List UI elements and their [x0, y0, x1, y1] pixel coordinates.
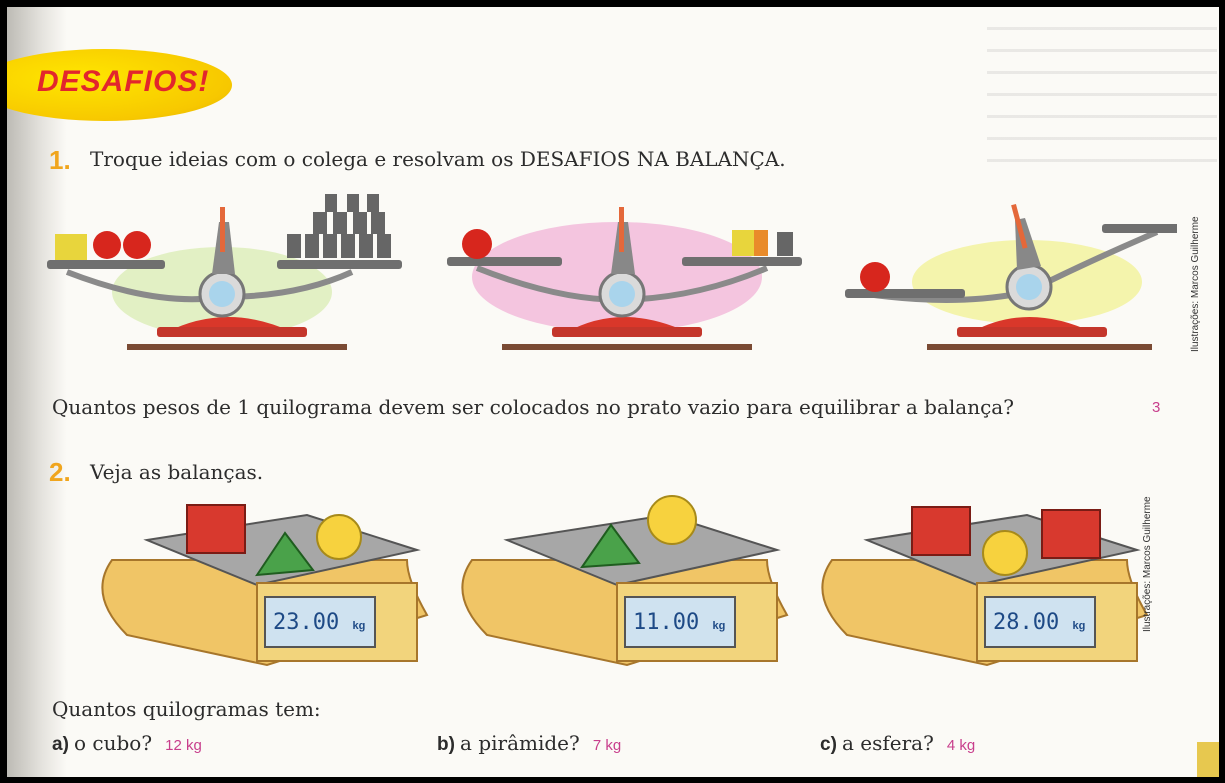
q2-item-b-letter: b) [437, 734, 455, 755]
scale-2-value: 11.00 [633, 610, 700, 635]
q2-item-a: a) o cubo? 12 kg [52, 731, 202, 756]
digital-scale-1 [101, 504, 429, 667]
balance-scales-illustration [47, 194, 1177, 350]
q2-item-c: c) a esfera? 4 kg [820, 731, 975, 756]
scale-2-unit: kg [712, 620, 726, 632]
q2-question: Quantos quilogramas tem: [52, 697, 321, 721]
illustration-credit-1: Ilustrações: Marcos Guilherme [1190, 216, 1201, 352]
scale-3-display: 28.00 kg [993, 610, 1085, 635]
q2-item-a-answer: 12 kg [165, 737, 202, 754]
q2-item-c-text: a esfera? [842, 731, 934, 755]
q2-instruction: Veja as balanças. [90, 460, 264, 484]
scale-1-unit: kg [352, 620, 366, 632]
q2-number: 2. [49, 457, 71, 487]
page-corner-tab [1197, 742, 1219, 777]
q1-question: Quantos pesos de 1 quilograma devem ser … [52, 395, 1014, 419]
q2-item-a-text: o cubo? [74, 731, 153, 755]
q2-item-c-answer: 4 kg [946, 737, 976, 754]
q2-item-c-letter: c) [820, 734, 837, 755]
textbook-page: DESAFIOS! 1. Troque ideias com o colega … [7, 7, 1219, 777]
badge-title: DESAFIOS! [37, 65, 210, 98]
illustration-credit-2: Ilustrações: Marcos Guilherme [1142, 496, 1153, 632]
page-gutter-shadow [7, 7, 67, 777]
q1-instruction: Troque ideias com o colega e resolvam os… [90, 147, 786, 171]
scale-2-display: 11.00 kg [633, 610, 725, 635]
bleed-through-text [987, 27, 1217, 177]
scale-3-unit: kg [1072, 620, 1086, 632]
q2-item-b-answer: 7 kg [592, 737, 622, 754]
q2-item-b-text: a pirâmide? [460, 731, 580, 755]
balance-scale-2 [447, 207, 802, 350]
scale-3-value: 28.00 [993, 610, 1060, 635]
desafios-badge [7, 49, 232, 121]
balance-scale-1 [47, 194, 402, 350]
q2-item-a-letter: a) [52, 734, 69, 755]
q1-number: 1. [49, 145, 71, 175]
scale-1-display: 23.00 kg [273, 610, 365, 635]
digital-scale-2 [461, 495, 789, 667]
digital-scale-3 [821, 506, 1149, 667]
balance-scale-3 [845, 204, 1177, 350]
digital-scales-illustration [101, 495, 1149, 667]
scale-1-value: 23.00 [273, 610, 340, 635]
q1-answer: 3 [1152, 399, 1161, 416]
q2-item-b: b) a pirâmide? 7 kg [437, 731, 621, 756]
